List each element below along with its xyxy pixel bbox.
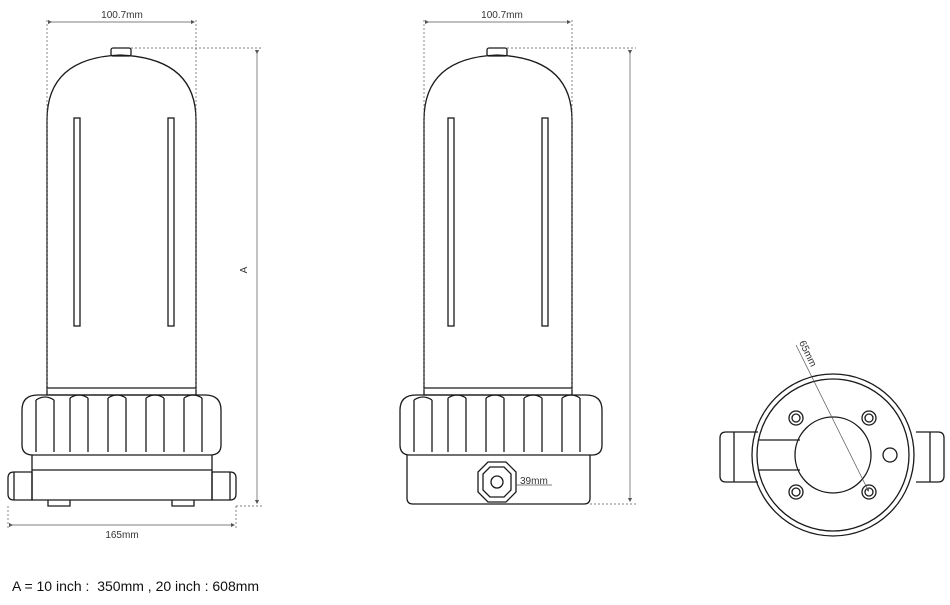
- housing-front-view: [7, 47, 237, 507]
- view1-base-label: 165mm: [105, 530, 138, 541]
- view1-dimensions: [7, 19, 262, 528]
- view1-height-label: A: [239, 266, 250, 273]
- view2-width-label: 100.7mm: [481, 10, 523, 21]
- view3-diameter-label: 65mm: [796, 339, 818, 369]
- footnote: A = 10 inch : 350mm , 20 inch : 608mm: [12, 578, 260, 594]
- housing-side-view: [399, 47, 603, 505]
- view2-port-label: 39mm: [520, 476, 548, 487]
- housing-bottom-view: [719, 373, 945, 537]
- view1-width-label: 100.7mm: [101, 10, 143, 21]
- view2-dimensions: [423, 19, 636, 505]
- view3-dimensions: [795, 344, 869, 492]
